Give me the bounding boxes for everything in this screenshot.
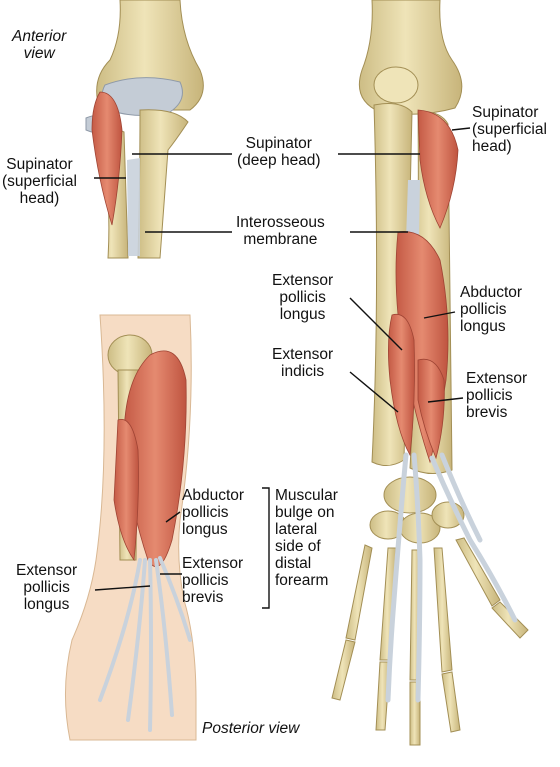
- label-line: head): [19, 190, 60, 207]
- label-line: forearm: [275, 572, 329, 589]
- posterior-forearm-right: [331, 0, 529, 746]
- label-line: Abductor: [460, 284, 523, 301]
- posterior-view-drawing: [64, 314, 197, 741]
- label-line: pollicis: [182, 504, 229, 521]
- label-supinator-superficial-left: Supinator (superficial head): [2, 156, 77, 207]
- label-line: side of: [275, 538, 321, 555]
- label-line: indicis: [281, 363, 325, 380]
- label-interosseous-membrane: Interosseous membrane: [236, 214, 325, 248]
- label-extensor-pollicis-longus-left: Extensor pollicis longus: [16, 562, 77, 613]
- interosseous-membrane-anterior: [127, 158, 140, 256]
- label-line: Supinator: [6, 156, 73, 173]
- label-extensor-pollicis-brevis-left: Extensor pollicis brevis: [182, 555, 243, 606]
- posterior-view-title: Posterior view: [202, 720, 300, 737]
- supinator-anterior: [91, 91, 123, 226]
- label-line: pollicis: [460, 301, 507, 318]
- label-line: Extensor: [466, 370, 528, 387]
- label-line: pollicis: [23, 579, 70, 596]
- label-extensor-pollicis-longus-right: Extensor pollicis longus: [272, 272, 333, 323]
- label-line: longus: [279, 306, 326, 323]
- label-line: bulge on: [275, 504, 335, 521]
- label-line: longus: [460, 318, 506, 335]
- label-line: Supinator: [472, 104, 539, 121]
- hand-bones-right: [331, 537, 529, 746]
- label-line: head): [472, 138, 512, 155]
- anterior-view-line-1: Anterior: [12, 28, 67, 45]
- label-supinator-superficial-right: Supinator (superficial head): [472, 104, 547, 155]
- label-extensor-pollicis-brevis-right: Extensor pollicis brevis: [466, 370, 527, 421]
- label-line: Extensor: [272, 272, 334, 289]
- anterior-view-line-2: view: [23, 45, 55, 62]
- humerus-right: [358, 0, 463, 115]
- label-supinator-deep: Supinator (deep head): [237, 135, 321, 169]
- label-line: brevis: [182, 589, 224, 606]
- tendons-posterior: [98, 556, 192, 732]
- anterior-view-drawing: [85, 0, 204, 259]
- label-line: lateral: [275, 521, 318, 538]
- label-line: Muscular: [275, 487, 338, 504]
- label-line: Interosseous: [236, 214, 325, 231]
- leader-lines: [94, 127, 471, 609]
- label-line: longus: [23, 596, 70, 613]
- label-line: Extensor: [182, 555, 244, 572]
- label-abductor-pollicis-longus-right: Abductor pollicis longus: [460, 284, 522, 335]
- label-line: (deep head): [237, 152, 321, 169]
- label-line: membrane: [243, 231, 318, 248]
- deep-extensor-muscles-right: [388, 231, 449, 464]
- label-line: (superficial: [2, 173, 77, 190]
- label-line: pollicis: [279, 289, 326, 306]
- label-extensor-indicis: Extensor indicis: [272, 346, 333, 380]
- label-line: distal: [275, 555, 312, 572]
- label-line: pollicis: [182, 572, 229, 589]
- label-line: pollicis: [466, 387, 513, 404]
- label-line: brevis: [466, 404, 508, 421]
- label-line: Extensor: [16, 562, 78, 579]
- extensor-muscles-posterior: [113, 350, 187, 567]
- label-line: Abductor: [182, 487, 245, 504]
- label-muscular-bulge: Muscular bulge on lateral side of distal…: [275, 487, 338, 589]
- supinator-right: [417, 109, 459, 229]
- label-line: (superficial: [472, 121, 547, 138]
- anterior-view-title: Anterior view: [12, 28, 66, 62]
- label-line: longus: [182, 521, 228, 538]
- label-line: Extensor: [272, 346, 334, 363]
- label-line: Supinator: [245, 135, 312, 152]
- tendons-right: [385, 452, 518, 703]
- label-abductor-pollicis-longus-left: Abductor pollicis longus: [182, 487, 244, 538]
